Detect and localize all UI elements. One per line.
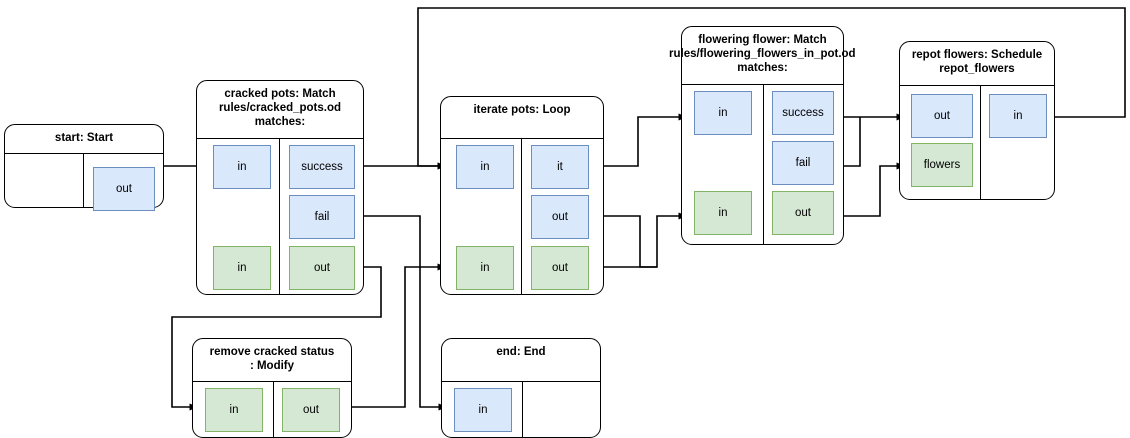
- port-end-in[interactable]: in: [454, 388, 512, 432]
- edge-repot-in-to-iterate-in-loopback: [417, 7, 1126, 170]
- node-remove-cracked-status-header-rule: [193, 381, 351, 382]
- node-remove-cracked-status-title-line-0: remove cracked status: [209, 346, 335, 358]
- node-cracked-pots-title-line-2: matches:: [254, 116, 306, 128]
- port-cracked-pots-fail[interactable]: fail: [289, 195, 355, 239]
- node-iterate-pots-header-rule: [441, 138, 603, 139]
- port-cracked-pots-in-label: in: [237, 161, 247, 173]
- node-start-header-rule: [5, 153, 163, 154]
- port-flowering-flower-fail[interactable]: fail: [772, 141, 834, 185]
- port-repot-flowers-flowers-label: flowers: [923, 159, 961, 171]
- port-repot-flowers-out[interactable]: out: [911, 94, 973, 138]
- port-cracked-pots-in-green[interactable]: in: [213, 246, 271, 290]
- node-flowering-flower-title-line-2: matches:: [737, 62, 788, 74]
- port-cracked-pots-fail-label: fail: [314, 211, 330, 223]
- port-iterate-pots-in-label: in: [480, 161, 490, 173]
- edge-remove-out-to-iterate-in-green: [341, 263, 447, 408]
- edge-iterate-out-green-to-flowering-in-green: [594, 212, 688, 268]
- node-repot-flowers-title-line-0: repot flowers: Schedule: [911, 49, 1043, 61]
- node-remove-cracked-status-title-line-1: : Modify: [249, 360, 295, 372]
- node-end-title-line-0: end: End: [496, 346, 546, 358]
- node-cracked-pots-column-rule: [279, 138, 280, 294]
- node-end-title: end: End: [442, 339, 600, 359]
- port-repot-flowers-in[interactable]: in: [989, 94, 1047, 138]
- port-repot-flowers-out-label: out: [934, 110, 950, 122]
- port-repot-flowers-in-label: in: [1013, 110, 1023, 122]
- node-cracked-pots-title-line-0: cracked pots: Match: [224, 88, 336, 100]
- port-cracked-pots-in[interactable]: in: [213, 145, 271, 189]
- port-cracked-pots-out-label: out: [314, 262, 330, 274]
- port-flowering-flower-success[interactable]: success: [772, 91, 834, 135]
- port-iterate-pots-out-green-label: out: [552, 262, 568, 274]
- node-cracked-pots-title-line-1: rules/cracked_pots.od: [218, 102, 342, 114]
- node-repot-flowers[interactable]: repot flowers: Schedule repot_flowers ou…: [899, 41, 1055, 200]
- port-cracked-pots-success[interactable]: success: [289, 145, 355, 189]
- port-iterate-pots-it-label: it: [557, 161, 563, 173]
- port-iterate-pots-in-green-label: in: [480, 262, 490, 274]
- node-remove-cracked-status-column-rule: [273, 381, 274, 437]
- port-remove-cracked-status-out-label: out: [303, 404, 319, 416]
- node-repot-flowers-column-rule: [980, 85, 981, 199]
- node-repot-flowers-title-line-1: repot_flowers: [939, 63, 1015, 75]
- node-remove-cracked-status-title: remove cracked status : Modify: [193, 339, 351, 373]
- node-cracked-pots-title: cracked pots: Match rules/cracked_pots.o…: [197, 81, 363, 129]
- node-remove-cracked-status[interactable]: remove cracked status : Modify in out: [192, 338, 352, 438]
- node-repot-flowers-title: repot flowers: Schedule repot_flowers: [900, 42, 1054, 76]
- port-flowering-flower-success-label: success: [782, 107, 824, 119]
- node-end[interactable]: end: End in: [441, 338, 601, 438]
- port-start-out-label: out: [116, 183, 132, 195]
- node-start-title: start: Start: [5, 125, 163, 145]
- port-flowering-flower-in-label: in: [718, 107, 728, 119]
- port-iterate-pots-out-green[interactable]: out: [531, 246, 589, 290]
- port-remove-cracked-status-in[interactable]: in: [205, 388, 263, 432]
- edge-cracked-fail-to-end-in: [354, 215, 448, 411]
- port-cracked-pots-success-label: success: [301, 161, 343, 173]
- node-flowering-flower-title: flowering flower: Match rules/flowering_…: [669, 27, 856, 75]
- port-iterate-pots-out-blue-label: out: [552, 211, 568, 223]
- node-flowering-flower-header-rule: [682, 84, 843, 85]
- port-iterate-pots-it[interactable]: it: [531, 145, 589, 189]
- node-repot-flowers-header-rule: [900, 85, 1054, 86]
- port-cracked-pots-in-green-label: in: [237, 262, 247, 274]
- node-flowering-flower-title-line-0: flowering flower: Match: [698, 34, 827, 46]
- node-flowering-flower[interactable]: flowering flower: Match rules/flowering_…: [669, 26, 856, 245]
- node-iterate-pots[interactable]: iterate pots: Loop in in it out out: [440, 96, 604, 295]
- edge-flowering-out-to-repot-flowers: [834, 162, 906, 217]
- port-remove-cracked-status-in-label: in: [229, 404, 239, 416]
- port-end-in-label: in: [478, 404, 488, 416]
- port-iterate-pots-in[interactable]: in: [456, 145, 514, 189]
- node-flowering-flower-title-line-1: rules/flowering_flowers_in_pot.od: [669, 48, 856, 60]
- node-start[interactable]: start: Start out: [4, 124, 164, 211]
- node-start-title-line-0: start: Start: [54, 132, 114, 144]
- port-iterate-pots-in-green[interactable]: in: [456, 246, 514, 290]
- edge-cracked-out-to-remove-in: [171, 266, 382, 411]
- port-flowering-flower-in-green-label: in: [718, 207, 728, 219]
- port-start-out[interactable]: out: [93, 167, 155, 211]
- port-flowering-flower-in-green[interactable]: in: [694, 191, 752, 235]
- port-cracked-pots-out[interactable]: out: [289, 246, 355, 290]
- node-end-column-rule: [522, 381, 523, 437]
- node-iterate-pots-column-rule: [521, 138, 522, 294]
- node-iterate-pots-title-line-0: iterate pots: Loop: [473, 104, 571, 116]
- node-flowering-flower-column-rule: [763, 84, 764, 244]
- port-flowering-flower-in[interactable]: in: [694, 91, 752, 135]
- node-cracked-pots[interactable]: cracked pots: Match rules/cracked_pots.o…: [196, 80, 364, 295]
- node-cracked-pots-header-rule: [197, 138, 363, 139]
- port-flowering-flower-out-label: out: [795, 207, 811, 219]
- port-remove-cracked-status-out[interactable]: out: [282, 388, 340, 432]
- node-end-header-rule: [442, 381, 600, 382]
- edge-iterate-it-to-flowering-in: [594, 113, 688, 167]
- port-repot-flowers-flowers[interactable]: flowers: [911, 143, 973, 187]
- node-start-column-rule: [83, 153, 84, 207]
- port-flowering-flower-fail-label: fail: [795, 157, 811, 169]
- port-flowering-flower-out[interactable]: out: [772, 191, 834, 235]
- node-iterate-pots-title: iterate pots: Loop: [441, 97, 603, 117]
- port-iterate-pots-out-blue[interactable]: out: [531, 195, 589, 239]
